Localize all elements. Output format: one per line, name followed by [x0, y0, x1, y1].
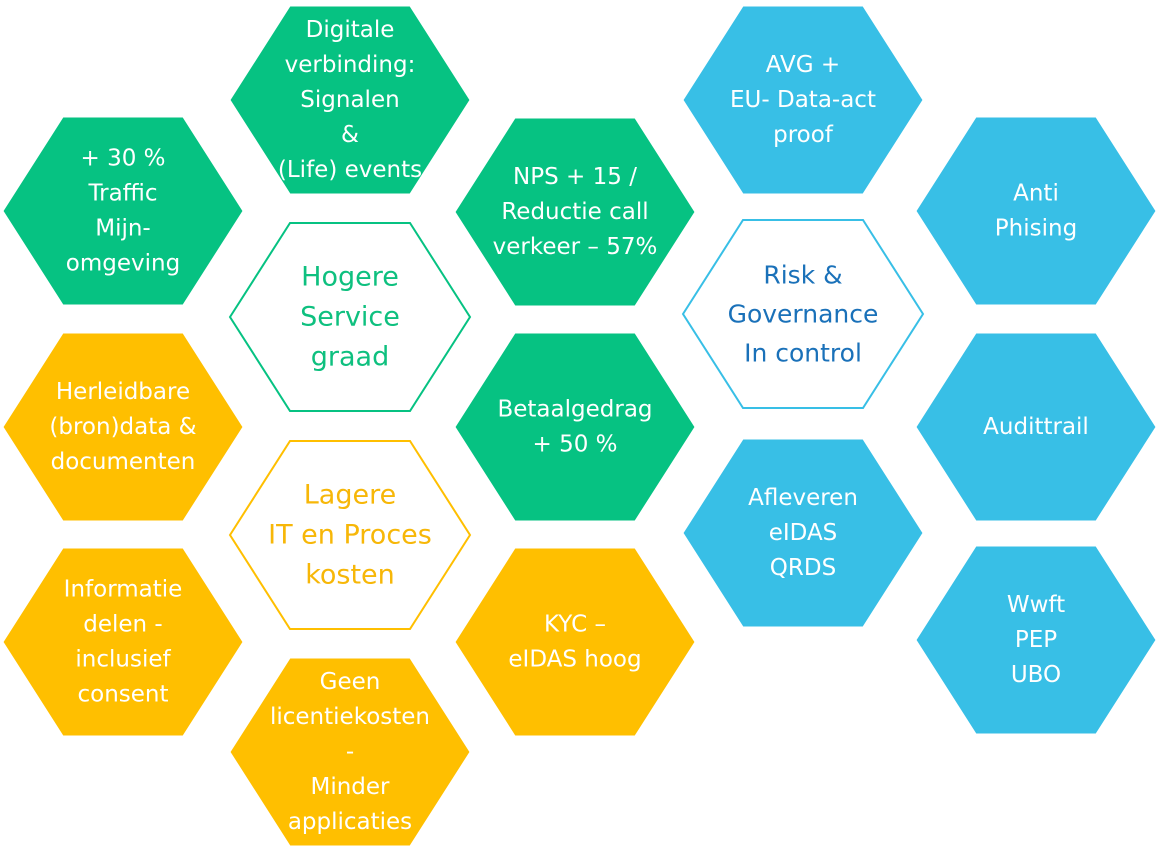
hexagon-label-line: AVG + — [766, 52, 840, 78]
hexagon-label-line: Service — [300, 302, 400, 333]
hexagon-geen-licentiekosten: Geen licentiekosten - Minder applicaties — [229, 657, 471, 847]
hexagon-shape — [2, 547, 244, 737]
hexagon-label-line: Reductie call — [501, 199, 648, 225]
hexagon-label-line: verbinding: — [285, 52, 416, 78]
hexagon-label-line: documenten — [51, 449, 196, 475]
hexagon-label-line: Informatie — [64, 577, 183, 603]
hexagon-shape — [228, 440, 472, 630]
hexagon-label-line: UBO — [1011, 662, 1061, 688]
hexagon-label-line: NPS + 15 / — [513, 164, 637, 190]
hexagon-label-line: kosten — [305, 560, 395, 591]
hexagon-label-line: & — [341, 122, 359, 148]
hexagon-betaalgedrag: Betaalgedrag + 50 % — [454, 332, 696, 522]
hexagon-label-line: omgeving — [66, 251, 180, 277]
hexagon-herleidbare-brondata: Herleidbare (bron)data & documenten — [2, 332, 244, 522]
hexagon-label-line: Lagere — [304, 480, 396, 511]
hexagon-shape — [682, 438, 924, 628]
hexagon-label-line: Geen — [320, 669, 381, 695]
hexagon-afleveren-eidas-qrds: Afleveren eIDAS QRDS — [682, 438, 924, 628]
hexagon-digitale-verbinding: Digitale verbinding: Signalen & (Life) event… — [229, 5, 471, 195]
hexagon-label-line: - — [346, 739, 354, 765]
hexagon-label-line: eIDAS — [769, 520, 838, 546]
hexagon-label-line: applicaties — [288, 809, 412, 835]
hexagon-label-line: Audittrail — [983, 414, 1089, 440]
hexagon-shape — [915, 116, 1157, 306]
hexagon-shape — [229, 657, 471, 847]
hexagon-label-line: Phising — [995, 216, 1077, 242]
hexagon-label-line: + 50 % — [532, 432, 617, 458]
hexagon-label-line: consent — [77, 682, 168, 708]
hexagon-label-line: Risk & — [763, 261, 842, 290]
hexagon-label-line: Traffic — [87, 181, 157, 207]
hexagon-label-line: + 30 % — [80, 146, 165, 172]
hexagon-nps-reductie-call: NPS + 15 / Reductie call verkeer – 57% — [454, 117, 696, 307]
hexagon-label-line: Mijn- — [95, 216, 151, 242]
hexagon-label-line: Anti — [1013, 181, 1059, 207]
hexagon-label-line: Betaalgedrag — [497, 397, 652, 423]
hexagon-avg-eu-data-act: AVG + EU- Data-act proof — [682, 5, 924, 195]
hexagon-label-line: graad — [311, 342, 389, 373]
hexagon-label-line: licentiekosten — [270, 704, 430, 730]
hexagon-label-line: (Life) events — [278, 157, 422, 183]
hexagon-label-line: In control — [744, 339, 862, 368]
hexagon-label-line: inclusief — [75, 647, 171, 673]
hexagon-label-line: QRDS — [770, 555, 836, 581]
hexagon-label-line: Signalen — [300, 87, 399, 113]
hexagon-label-line: eIDAS hoog — [508, 647, 641, 673]
hexagon-shape — [454, 547, 696, 737]
hexagon-shape — [682, 5, 924, 195]
hexagon-label-line: Governance — [728, 300, 879, 329]
hexagon-label-line: Digitale — [306, 17, 395, 43]
hexagon-shape — [2, 332, 244, 522]
hexagon-label-line: Afleveren — [748, 485, 858, 511]
hexagon-shape — [915, 545, 1157, 735]
hexagon-label-line: KYC – — [544, 612, 606, 638]
hexagon-shape — [2, 116, 244, 306]
hexagon-label-line: (bron)data & — [49, 414, 196, 440]
hexagon-label-line: Minder — [310, 774, 390, 800]
hexagon-informatie-delen: Informatie delen - inclusief consent — [2, 547, 244, 737]
hexagon-shape — [229, 5, 471, 195]
hexagon-label-line: IT en Proces — [268, 520, 432, 551]
hexagon-label-line: proof — [773, 122, 834, 148]
hexagon-label-line: PEP — [1015, 627, 1057, 653]
hexagon-label-line: Herleidbare — [56, 379, 190, 405]
hexagon-shape — [228, 222, 472, 412]
hexagon-label-line: delen - — [83, 612, 162, 638]
hexagon-shape — [915, 332, 1157, 522]
hexagon-lagere-it-proces-kosten: Lagere IT en Proces kosten — [228, 440, 472, 630]
hexagon-shape — [454, 332, 696, 522]
hexagon-label-line: Hogere — [301, 262, 399, 293]
hexagon-label-line: verkeer – 57% — [493, 234, 658, 260]
hexagon-kyc-eidas-hoog: KYC – eIDAS hoog — [454, 547, 696, 737]
hexagon-shape — [681, 219, 925, 409]
hexagon-shape — [454, 117, 696, 307]
hexagon-label-line: EU- Data-act — [730, 87, 876, 113]
hexagon-audittrail: Audittrail — [915, 332, 1157, 522]
hexagon-label-line: Wwft — [1007, 592, 1065, 618]
hexagon-risk-governance: Risk & Governance In control — [681, 219, 925, 409]
